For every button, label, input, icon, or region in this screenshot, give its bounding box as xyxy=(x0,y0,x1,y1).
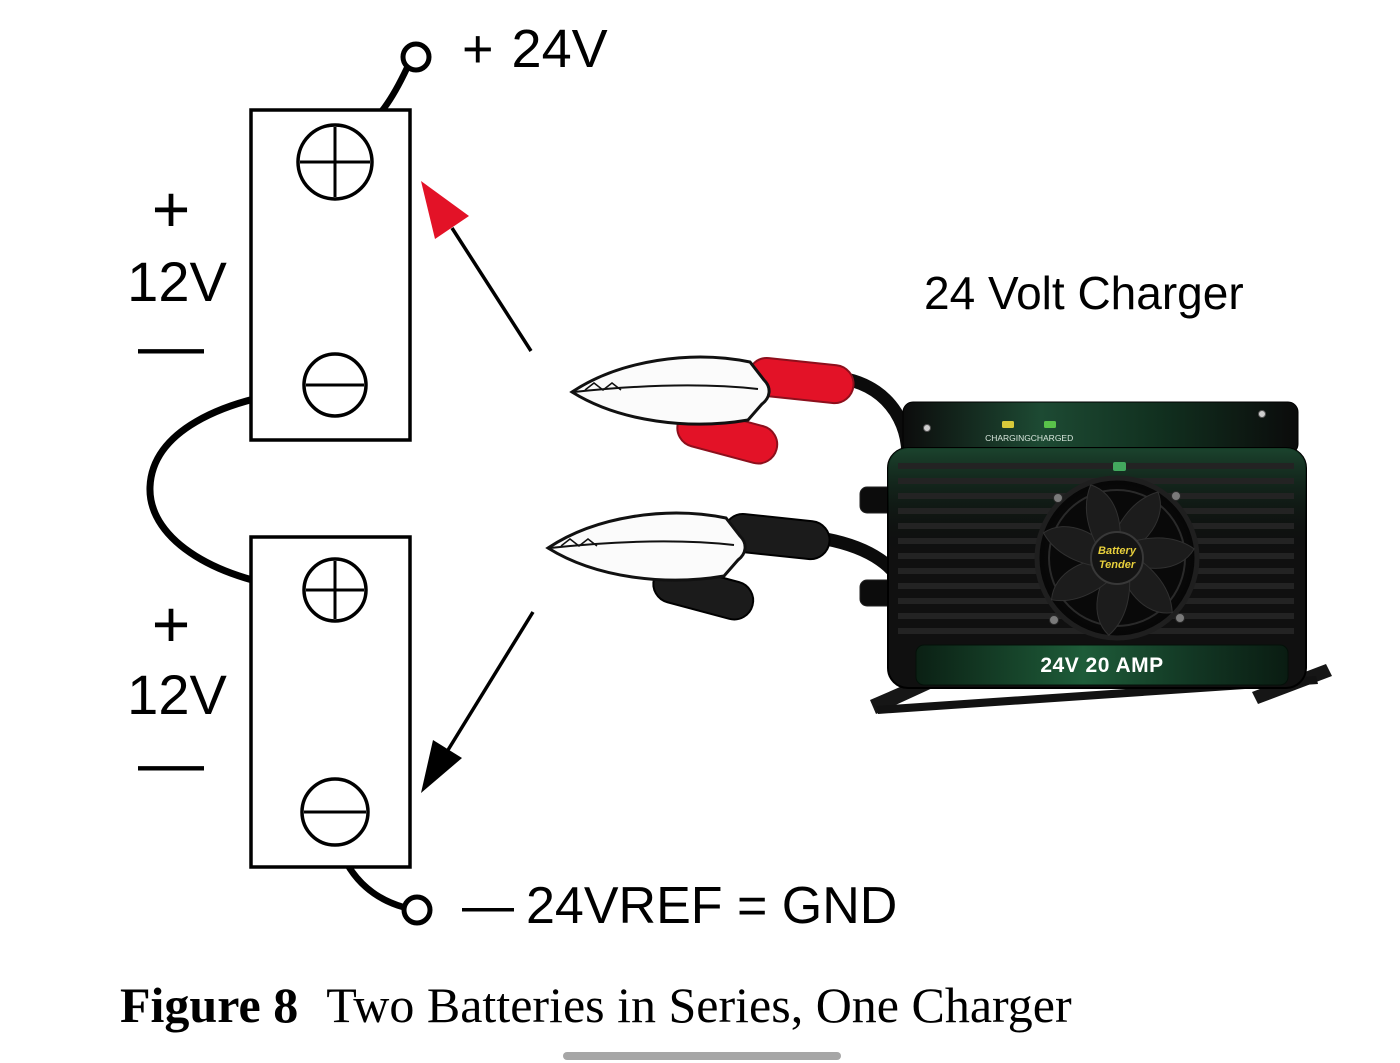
lid-screw xyxy=(1258,410,1266,418)
positive-clamp-jaws xyxy=(569,355,771,426)
charging-led-icon xyxy=(1002,421,1014,428)
battery1-positive-terminal xyxy=(296,123,374,201)
clamp-serrations xyxy=(584,382,622,391)
negative-ring-connector xyxy=(401,894,433,926)
charged-led-icon xyxy=(1044,421,1056,428)
negative-output-text: 24VREF = GND xyxy=(526,877,898,935)
battery2-plus-sign: + xyxy=(151,587,191,661)
horizontal-scrollbar-thumb[interactable] xyxy=(563,1052,841,1060)
fan-screw xyxy=(1049,615,1059,625)
negative-output-label: —24VREF = GND xyxy=(462,877,898,935)
cooling-fan: Battery Tender xyxy=(1034,475,1200,641)
status-indicator xyxy=(1113,462,1126,471)
positive-output-text: 24V xyxy=(511,19,608,79)
charging-led-label: CHARGING xyxy=(985,433,1031,443)
battery1-minus-sign: — xyxy=(138,308,204,382)
black-arrowhead-icon xyxy=(421,740,462,793)
power-rating-label: 24V 20 AMP xyxy=(1040,654,1163,677)
red-arrowhead-icon xyxy=(421,181,469,239)
battery2-minus-sign: — xyxy=(138,725,204,799)
battery2-voltage-label: 12V xyxy=(127,663,227,726)
negative-clamp xyxy=(545,511,910,621)
plus-sign: + xyxy=(462,19,494,79)
positive-output-label: +24V xyxy=(462,19,608,79)
fan-screw xyxy=(1171,491,1181,501)
lid-screw xyxy=(923,424,931,432)
battery1-plus-sign: + xyxy=(151,172,191,246)
figure-caption-text: Two Batteries in Series, One Charger xyxy=(326,977,1072,1033)
fan-screw xyxy=(1053,493,1063,503)
battery-charger: CHARGING CHARGED xyxy=(859,401,1332,714)
charged-led-label: CHARGED xyxy=(1031,433,1074,443)
battery1-voltage-label: 12V xyxy=(127,250,227,313)
clamp-serrations xyxy=(560,538,598,547)
battery1-negative-terminal xyxy=(302,352,368,418)
fan-hub xyxy=(1090,531,1144,585)
brand-logo-line1: Battery xyxy=(1098,545,1137,557)
battery2-positive-terminal xyxy=(302,557,368,623)
positive-ring-connector xyxy=(400,41,432,73)
figure-caption: Figure 8 Two Batteries in Series, One Cha… xyxy=(120,976,1072,1034)
series-jumper-wire xyxy=(146,386,308,593)
figure-caption-label: Figure 8 xyxy=(120,977,299,1033)
fan-screw xyxy=(1175,613,1185,623)
battery2-negative-terminal xyxy=(300,777,370,847)
rating-band xyxy=(915,644,1289,686)
brand-logo-line2: Tender xyxy=(1099,559,1136,571)
positive-clamp xyxy=(569,355,915,508)
charger-lid xyxy=(902,401,1299,455)
negative-clamp-jaws xyxy=(545,511,747,582)
minus-sign: — xyxy=(462,877,514,935)
negative-terminal-arrow xyxy=(421,611,535,793)
positive-terminal-arrow xyxy=(421,181,533,352)
charger-title: 24 Volt Charger xyxy=(924,267,1244,319)
